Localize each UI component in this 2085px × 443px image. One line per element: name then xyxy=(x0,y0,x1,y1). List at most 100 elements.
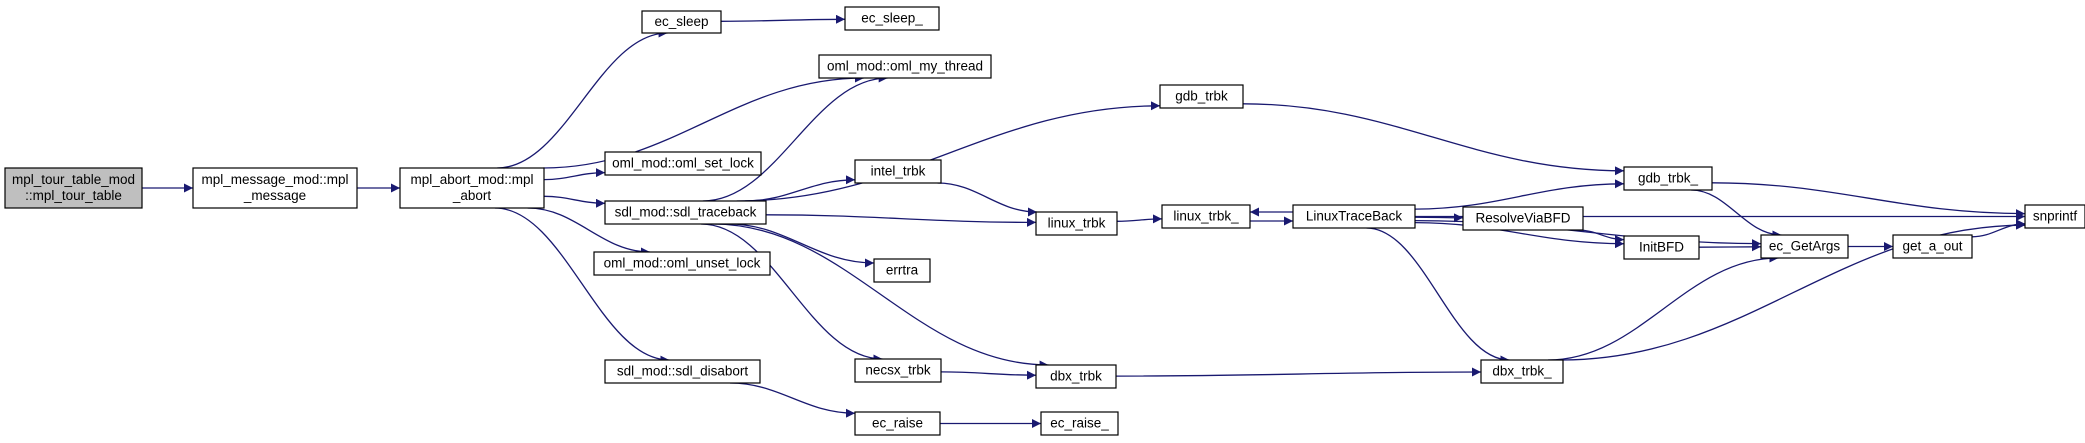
node-resolveviabfd[interactable]: ResolveViaBFD xyxy=(1462,206,1584,231)
node-box[interactable] xyxy=(1040,411,1119,436)
node-box[interactable] xyxy=(399,167,545,209)
node-label: ::mpl_tour_table xyxy=(25,188,122,203)
node-label: InitBFD xyxy=(1639,240,1684,255)
edge-mpl_abort-to-oml_set_lock xyxy=(543,168,606,181)
node-ec-getargs[interactable]: ec_GetArgs xyxy=(1760,234,1849,259)
edge-line xyxy=(729,382,856,418)
node-gdb-trbk[interactable]: gdb_trbk xyxy=(1159,84,1244,109)
edge-line xyxy=(1971,219,2026,238)
node-oml-my-thread[interactable]: oml_mod::oml_my_thread xyxy=(818,54,992,79)
node-box[interactable] xyxy=(1462,206,1584,231)
edge-line xyxy=(702,73,888,202)
node-box[interactable] xyxy=(1892,234,1973,259)
node-label: get_a_out xyxy=(1902,239,1962,254)
edge-line xyxy=(1547,253,1779,361)
node-box[interactable] xyxy=(1035,364,1117,389)
node-label: LinuxTraceBack xyxy=(1306,209,1403,224)
node-label: snprintf xyxy=(2033,209,2078,224)
edge-sdl_traceback-to-gdb_trbk xyxy=(736,101,1161,202)
node-linuxtraceback[interactable]: LinuxTraceBack xyxy=(1292,204,1416,229)
edge-mpl_abort-to-ec_sleep xyxy=(497,28,668,169)
node-dbx-trbk[interactable]: dbx_trbk xyxy=(1035,364,1117,389)
node-box[interactable] xyxy=(641,10,722,34)
edge-gdb_trbk_-to-ec_GetArgs xyxy=(1691,189,1782,240)
node-box[interactable] xyxy=(2024,204,2085,229)
node-box[interactable] xyxy=(1035,211,1118,236)
node-sdl-disabort[interactable]: sdl_mod::sdl_disabort xyxy=(604,359,761,384)
edge-line xyxy=(728,223,875,268)
node-box[interactable] xyxy=(873,258,931,283)
node-get-a-out[interactable]: get_a_out xyxy=(1892,234,1973,259)
node-mpl-abort[interactable]: mpl_abort_mod::mpl_abort xyxy=(399,167,545,209)
node-intel-trbk[interactable]: intel_trbk xyxy=(854,159,942,184)
node-sdl-traceback[interactable]: sdl_mod::sdl_traceback xyxy=(604,200,767,225)
node-errtra[interactable]: errtra xyxy=(873,258,931,283)
edge-necsx_trbk-to-dbx_trbk xyxy=(940,370,1037,380)
node-box[interactable] xyxy=(1760,234,1849,259)
node-box[interactable] xyxy=(1159,84,1244,109)
edge-line xyxy=(543,195,606,208)
edge-line xyxy=(1115,367,1482,377)
edge-mpl_abort-to-sdl_disabort xyxy=(494,207,670,365)
edge-line xyxy=(940,370,1037,380)
edge-line xyxy=(494,207,670,365)
edge-dbx_trbk_-to-snprintf xyxy=(1561,220,2026,361)
node-box[interactable] xyxy=(1623,166,1713,191)
node-label: errtra xyxy=(886,263,919,278)
edge-line xyxy=(720,14,846,24)
node-box[interactable] xyxy=(4,167,143,209)
node-oml-unset-lock[interactable]: oml_mod::oml_unset_lock xyxy=(593,251,771,276)
node-label: dbx_trbk xyxy=(1050,369,1102,384)
edge-sdl_traceback-to-oml_my_thread xyxy=(702,73,888,202)
edge-line xyxy=(736,101,1161,202)
node-label: linux_trbk xyxy=(1048,216,1106,231)
node-label: ResolveViaBFD xyxy=(1475,211,1570,226)
node-label: mpl_message_mod::mpl xyxy=(201,172,348,187)
node-dbx-trbk-[interactable]: dbx_trbk_ xyxy=(1480,359,1564,384)
node-box[interactable] xyxy=(593,251,771,276)
edge-dbx_trbk-to-dbx_trbk_ xyxy=(1115,367,1482,377)
node-box[interactable] xyxy=(854,358,942,383)
node-ec-raise-[interactable]: ec_raise_ xyxy=(1040,411,1119,436)
node-linux-trbk-[interactable]: linux_trbk_ xyxy=(1161,204,1251,229)
node-label: gdb_trbk_ xyxy=(1638,171,1699,186)
edge-line xyxy=(700,223,883,364)
node-box[interactable] xyxy=(854,411,941,436)
node-snprintf[interactable]: snprintf xyxy=(2024,204,2085,229)
edge-line xyxy=(1691,189,1782,240)
edge-sdl_disabort-to-ec_raise xyxy=(729,382,856,418)
node-ec-sleep-[interactable]: ec_sleep_ xyxy=(844,6,940,31)
node-ec-raise[interactable]: ec_raise xyxy=(854,411,941,436)
edge-gdb_trbk_-to-snprintf xyxy=(1711,182,2026,219)
node-box[interactable] xyxy=(604,151,762,176)
node-label: _abort xyxy=(452,188,492,203)
node-initbfd[interactable]: InitBFD xyxy=(1623,235,1700,260)
node-label: dbx_trbk_ xyxy=(1492,364,1552,379)
node-box[interactable] xyxy=(1292,204,1416,229)
node-mpl-message[interactable]: mpl_message_mod::mpl_message xyxy=(192,167,358,209)
node-box[interactable] xyxy=(192,167,358,209)
node-box[interactable] xyxy=(818,54,992,79)
node-box[interactable] xyxy=(604,359,761,384)
node-box[interactable] xyxy=(854,159,942,184)
node-necsx-trbk[interactable]: necsx_trbk xyxy=(854,358,942,383)
node-label: linux_trbk_ xyxy=(1173,209,1239,224)
edge-line xyxy=(543,168,606,181)
node-box[interactable] xyxy=(604,200,767,225)
node-gdb-trbk-[interactable]: gdb_trbk_ xyxy=(1623,166,1713,191)
node-oml-set-lock[interactable]: oml_mod::oml_set_lock xyxy=(604,151,762,176)
edge-sdl_traceback-to-necsx_trbk xyxy=(700,223,883,364)
node-label: sdl_mod::sdl_traceback xyxy=(615,205,757,220)
node-root[interactable]: mpl_tour_table_mod::mpl_tour_table xyxy=(4,167,143,209)
node-label: necsx_trbk xyxy=(865,363,931,378)
node-label: mpl_abort_mod::mpl xyxy=(410,172,533,187)
edge-LinuxTraceBack-to-ResolveViaBFD xyxy=(1414,213,1464,223)
node-box[interactable] xyxy=(1623,235,1700,260)
node-label: intel_trbk xyxy=(871,164,926,179)
node-ec-sleep[interactable]: ec_sleep xyxy=(641,10,722,34)
node-box[interactable] xyxy=(1480,359,1564,384)
edge-line xyxy=(765,214,1037,227)
node-box[interactable] xyxy=(1161,204,1251,229)
node-box[interactable] xyxy=(844,6,940,31)
node-linux-trbk[interactable]: linux_trbk xyxy=(1035,211,1118,236)
